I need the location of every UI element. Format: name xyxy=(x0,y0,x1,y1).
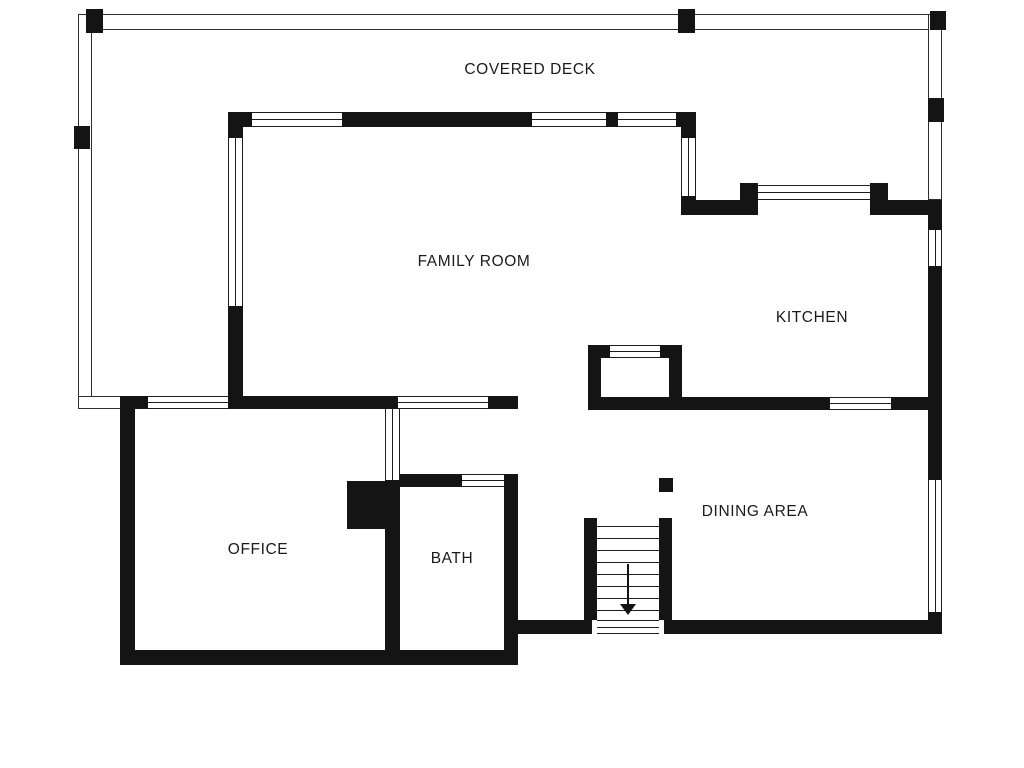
wall xyxy=(584,518,597,620)
cased-opening xyxy=(830,397,891,410)
wall xyxy=(504,474,518,665)
wall xyxy=(740,183,758,215)
wall xyxy=(588,345,601,410)
wall xyxy=(888,200,942,215)
window xyxy=(928,480,942,612)
chimney-block xyxy=(347,481,400,529)
deck-post-icon xyxy=(930,11,946,30)
deck-post-icon xyxy=(74,126,90,149)
door-opening xyxy=(597,620,659,634)
wall xyxy=(664,620,942,634)
window xyxy=(618,112,676,127)
wall xyxy=(681,112,696,138)
wall xyxy=(228,396,398,409)
door-opening xyxy=(462,474,504,487)
wall xyxy=(228,112,243,138)
stairs-down-arrow-icon xyxy=(627,564,629,606)
wall xyxy=(342,112,532,127)
wall xyxy=(928,214,942,230)
room-label-covered-deck: COVERED DECK xyxy=(464,61,596,78)
window xyxy=(928,230,942,266)
wall xyxy=(870,183,888,215)
wall xyxy=(681,200,742,215)
deck-railing-bottom xyxy=(78,396,124,409)
wall xyxy=(928,266,942,480)
column-post xyxy=(659,478,673,492)
window xyxy=(532,112,606,127)
deck-post-icon xyxy=(928,98,944,122)
wall xyxy=(658,345,682,358)
room-label-kitchen: KITCHEN xyxy=(775,309,849,326)
wall xyxy=(488,396,518,409)
deck-post-icon xyxy=(86,9,103,33)
wall xyxy=(398,474,462,487)
wall xyxy=(228,306,243,409)
room-label-office: OFFICE xyxy=(227,541,289,558)
wall xyxy=(588,345,610,358)
room-label-family-room: FAMILY ROOM xyxy=(417,253,531,270)
wall xyxy=(120,396,135,665)
wall xyxy=(120,650,518,665)
wall xyxy=(891,397,942,410)
window xyxy=(148,396,228,409)
room-label-bath: BATH xyxy=(430,550,474,567)
deck-post-icon xyxy=(678,9,695,33)
wall xyxy=(659,518,672,620)
wall xyxy=(504,620,592,634)
window xyxy=(228,138,243,306)
deck-railing-top xyxy=(78,14,946,30)
window xyxy=(252,112,342,127)
window xyxy=(681,138,696,196)
room-label-dining-area: DINING AREA xyxy=(701,503,809,520)
door-opening xyxy=(385,409,400,480)
deck-railing-left xyxy=(78,14,92,409)
stairs-down-arrowhead-icon xyxy=(620,604,636,615)
wall xyxy=(669,345,682,410)
wall xyxy=(588,397,830,410)
window xyxy=(758,185,870,200)
wall xyxy=(606,112,618,127)
cased-opening xyxy=(398,396,488,409)
door-opening xyxy=(610,345,660,358)
